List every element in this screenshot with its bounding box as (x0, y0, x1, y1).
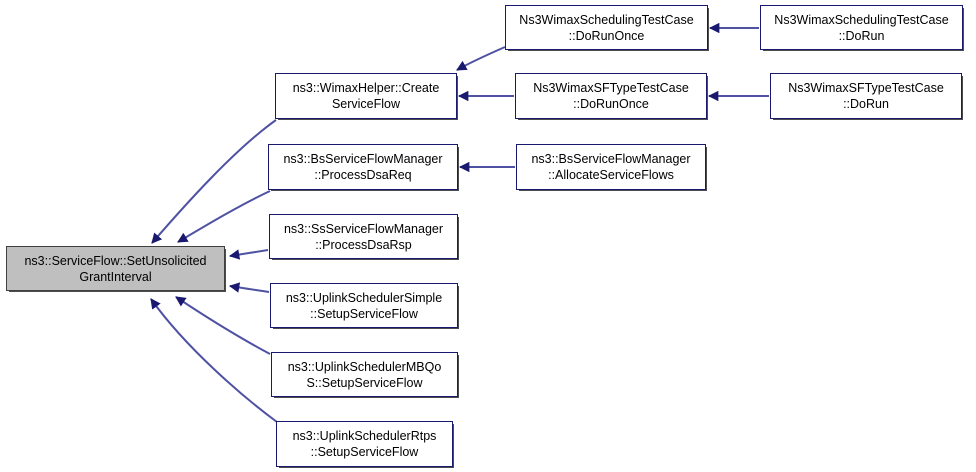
edge-wimaxhelper-createserviceflow-to-setunsolicitedgrantinterval (151, 119, 277, 244)
graph-node-bsserviceflowmanager-processdsareq[interactable]: ns3::BsServiceFlowManager ::ProcessDsaRe… (268, 144, 458, 190)
graph-node-bsserviceflowmanager-allocateserviceflows[interactable]: ns3::BsServiceFlowManager ::AllocateServ… (516, 144, 706, 190)
graph-node-label: Ns3WimaxSFTypeTestCase ::DoRunOnce (533, 81, 689, 111)
edge-uplinkschedulerrtps-setupserviceflow-to-setunsolicitedgrantinterval (150, 298, 278, 423)
graph-node-label: Ns3WimaxSchedulingTestCase ::DoRun (774, 12, 949, 43)
edge-uplinkschedulermbqos-setupserviceflow-to-setunsolicitedgrantinterval (175, 296, 271, 355)
graph-node-label: Ns3WimaxSFTypeTestCase ::DoRun (788, 81, 944, 111)
graph-node-label: ns3::UplinkSchedulerSimple ::SetupServic… (285, 290, 443, 321)
graph-node-wimaxhelper-createserviceflow[interactable]: ns3::WimaxHelper::Create ServiceFlow (275, 73, 457, 119)
graph-node-ns3wimaxsftypetestcase-dorunonce[interactable]: Ns3WimaxSFTypeTestCase ::DoRunOnce (515, 73, 707, 119)
edge-uplinkschedulersimple-setupserviceflow-to-setunsolicitedgrantinterval (228, 282, 270, 293)
graph-node-label: ns3::SsServiceFlowManager ::ProcessDsaRs… (283, 221, 444, 252)
graph-node-uplinkschedulermbqos-setupserviceflow[interactable]: ns3::UplinkSchedulerMBQo S::SetupService… (271, 352, 458, 397)
graph-node-label: ns3::UplinkSchedulerRtps ::SetupServiceF… (292, 429, 437, 459)
edge-bsserviceflowmanager-processdsareq-to-setunsolicitedgrantinterval (177, 190, 271, 243)
graph-node-uplinkschedulersimple-setupserviceflow[interactable]: ns3::UplinkSchedulerSimple ::SetupServic… (270, 283, 458, 328)
graph-node-current-setunsolicitedgrantinterval[interactable]: ns3::ServiceFlow::SetUnsolicited GrantIn… (6, 246, 225, 291)
graph-node-ns3wimaxschedulingtestcase-dorunonce[interactable]: Ns3WimaxSchedulingTestCase ::DoRunOnce (505, 5, 708, 50)
graph-node-ns3wimaxschedulingtestcase-dorun[interactable]: Ns3WimaxSchedulingTestCase ::DoRun (760, 5, 963, 50)
edge-ns3wimaxschedulingtestcase-dorunonce-to-wimaxhelper-createserviceflow (456, 46, 506, 71)
graph-node-label: ns3::BsServiceFlowManager ::ProcessDsaRe… (283, 152, 443, 182)
graph-node-label: ns3::WimaxHelper::Create ServiceFlow (292, 81, 440, 111)
graph-node-label: ns3::ServiceFlow::SetUnsolicited GrantIn… (24, 253, 207, 284)
graph-node-ns3wimaxsftypetestcase-dorun[interactable]: Ns3WimaxSFTypeTestCase ::DoRun (770, 73, 962, 119)
graph-node-ssserviceflowmanager-processdsarsp[interactable]: ns3::SsServiceFlowManager ::ProcessDsaRs… (269, 214, 458, 259)
graph-node-label: ns3::UplinkSchedulerMBQo S::SetupService… (287, 359, 442, 390)
graph-node-label: Ns3WimaxSchedulingTestCase ::DoRunOnce (519, 12, 694, 43)
edge-ssserviceflowmanager-processdsarsp-to-setunsolicitedgrantinterval (228, 249, 269, 260)
graph-node-uplinkschedulerrtps-setupserviceflow[interactable]: ns3::UplinkSchedulerRtps ::SetupServiceF… (276, 421, 453, 467)
graph-node-label: ns3::BsServiceFlowManager ::AllocateServ… (531, 152, 691, 182)
